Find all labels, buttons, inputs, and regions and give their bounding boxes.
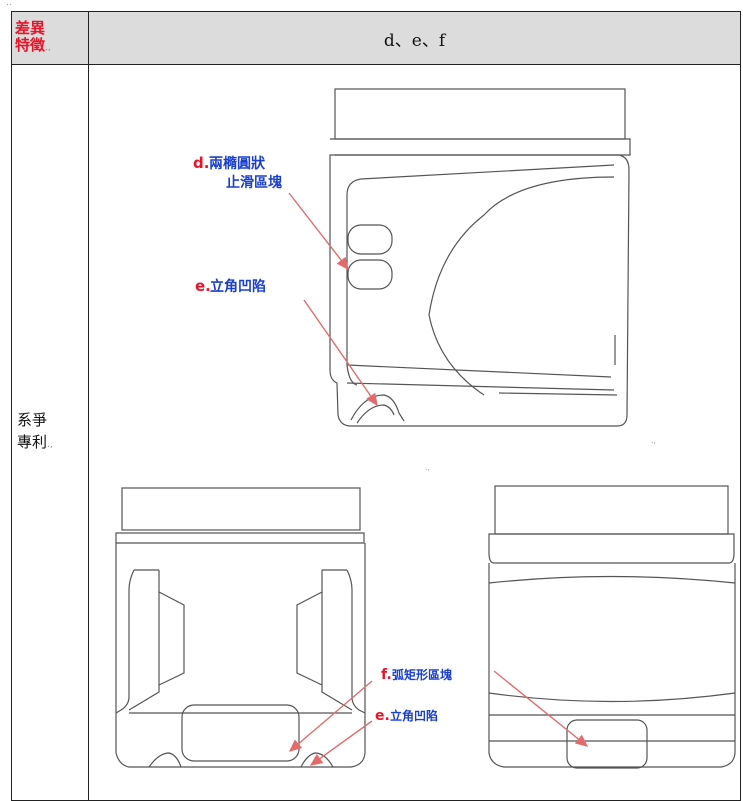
container-rear-view	[488, 485, 736, 769]
label-f-letter: f.	[381, 667, 392, 683]
side-label-line-1: 系爭	[17, 411, 48, 429]
label-d-line2: 止滑區塊	[226, 174, 282, 191]
label-d-line1: 兩橢圓狀	[209, 155, 266, 172]
label-e-text: 立角凹陷	[210, 278, 266, 295]
difference-feature-label: 差異 特徵.,	[11, 11, 89, 65]
label-f-text: 弧矩形區塊	[392, 667, 452, 682]
label-line-2: 特徵	[15, 35, 46, 54]
container-front-view	[115, 487, 366, 768]
arrow-f	[288, 680, 373, 752]
patent-drawings: d. 兩橢圓狀 止滑區塊 e. 立角凹陷 f. 弧矩形區塊 e. 立角凹陷 .,…	[115, 88, 736, 769]
arrow-e2	[309, 720, 373, 766]
disputed-patent-label: 系爭 專利.,	[11, 64, 89, 801]
comparison-table: 差異 特徵., d、e、f 系爭 專利.,	[11, 11, 741, 801]
container-side-view	[329, 88, 631, 427]
stray-mark-2: .,	[425, 463, 430, 472]
label-e2-text: 立角凹陷	[390, 708, 438, 723]
header-row: 差異 特徵., d、e、f	[11, 11, 741, 65]
annotation-arrows	[288, 192, 589, 766]
side-label-line-2: 專利	[17, 433, 48, 451]
label-e-letter: e.	[195, 277, 211, 295]
arrow-d	[288, 192, 349, 271]
stray-mark-1: .,	[651, 436, 656, 445]
patent-drawing-cell: d. 兩橢圓狀 止滑區塊 e. 立角凹陷 f. 弧矩形區塊 e. 立角凹陷 .,…	[88, 64, 741, 801]
arrow-e	[303, 299, 378, 407]
content-row: 系爭 專利.,	[11, 64, 741, 801]
arrow-f-right	[493, 670, 589, 747]
label-d-letter: d.	[193, 154, 209, 172]
label-e2-letter: e.	[375, 708, 390, 724]
label-line-1: 差異	[15, 18, 46, 37]
corner-mark: ..	[6, 0, 12, 8]
difference-feature-value: d、e、f	[88, 11, 741, 65]
